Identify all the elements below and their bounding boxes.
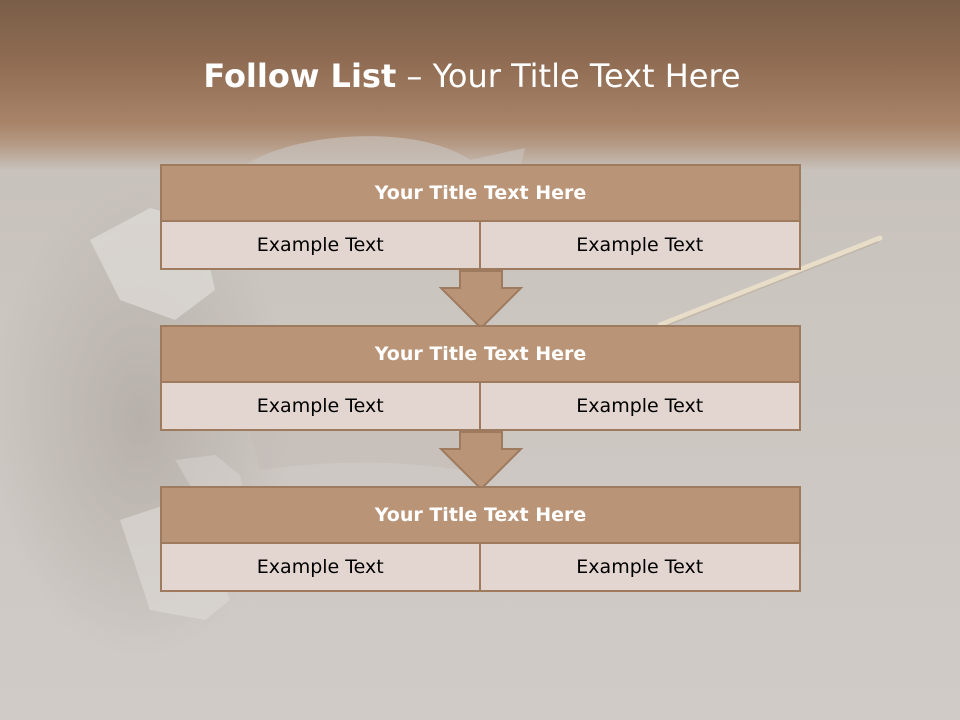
slide-title-rest: – Your Title Text Here: [396, 57, 741, 95]
slide-title: Follow List – Your Title Text Here: [0, 52, 944, 100]
down-arrow-icon: [438, 431, 524, 491]
block-row: Example Text Example Text: [160, 222, 801, 270]
block-cell-left: Example Text: [160, 544, 481, 592]
down-arrow-icon: [438, 270, 524, 330]
block-cell-left: Example Text: [160, 383, 481, 431]
block-title: Your Title Text Here: [160, 325, 801, 383]
block-row: Example Text Example Text: [160, 544, 801, 592]
list-block-3: Your Title Text Here Example Text Exampl…: [160, 486, 801, 592]
block-cell-right: Example Text: [480, 544, 801, 592]
list-block-2: Your Title Text Here Example Text Exampl…: [160, 325, 801, 431]
baton-shade: [659, 241, 879, 329]
baton-shape: [657, 235, 883, 328]
slide-title-bold: Follow List: [203, 57, 397, 95]
block-cell-left: Example Text: [160, 222, 481, 270]
list-block-1: Your Title Text Here Example Text Exampl…: [160, 164, 801, 270]
block-cell-right: Example Text: [480, 222, 801, 270]
block-title: Your Title Text Here: [160, 164, 801, 222]
header-band: [0, 0, 960, 170]
block-cell-right: Example Text: [480, 383, 801, 431]
block-row: Example Text Example Text: [160, 383, 801, 431]
block-title: Your Title Text Here: [160, 486, 801, 544]
